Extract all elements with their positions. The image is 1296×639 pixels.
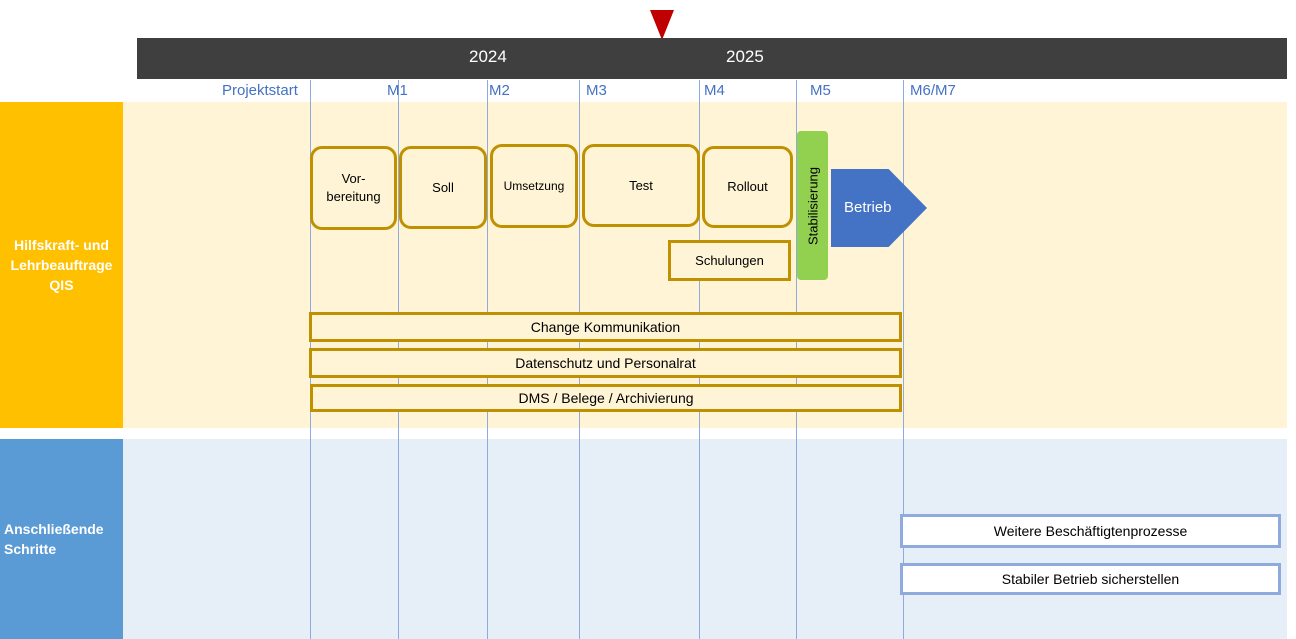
year-label: 2025 bbox=[726, 47, 764, 66]
phase-umsetzung: Umsetzung bbox=[490, 144, 578, 228]
milestone-line bbox=[903, 80, 904, 639]
phase-rollout: Rollout bbox=[702, 146, 793, 228]
lane-label-next-steps: Anschließende Schritte bbox=[0, 439, 123, 639]
lane-label-line: QIS bbox=[49, 277, 74, 293]
year-bar: 2024 2025 bbox=[137, 38, 1287, 79]
schulungen-label: Schulungen bbox=[695, 253, 764, 268]
milestone-label: M6/M7 bbox=[910, 82, 956, 99]
today-marker-icon bbox=[650, 10, 674, 40]
item-label: Stabiler Betrieb sicherstellen bbox=[1001, 571, 1180, 587]
lane-label-line: Schritte bbox=[4, 541, 57, 557]
milestone-label: M1 bbox=[387, 82, 408, 99]
stabilisierung-box: Stabilisierung bbox=[797, 131, 828, 280]
lane-label-line: Hilfskraft- und bbox=[14, 237, 109, 253]
item-stabiler-betrieb: Stabiler Betrieb sicherstellen bbox=[900, 563, 1281, 595]
milestone-label: M4 bbox=[704, 82, 725, 99]
milestone-label: Projektstart bbox=[222, 82, 298, 99]
phase-label-line: Vor- bbox=[341, 171, 366, 186]
betrieb-label: Betrieb bbox=[844, 199, 892, 216]
schulungen-box: Schulungen bbox=[668, 240, 791, 281]
bar-label: DMS / Belege / Archivierung bbox=[518, 390, 694, 406]
year-label: 2024 bbox=[469, 47, 507, 66]
phase-label: Rollout bbox=[727, 179, 768, 194]
bar-change-kommunikation: Change Kommunikation bbox=[309, 312, 902, 342]
stabilisierung-label: Stabilisierung bbox=[805, 166, 820, 245]
phase-test: Test bbox=[582, 144, 700, 227]
bar-datenschutz: Datenschutz und Personalrat bbox=[309, 348, 902, 378]
item-weitere-prozesse: Weitere Beschäftigtenprozesse bbox=[900, 514, 1281, 548]
lane-label-line: Anschließende bbox=[4, 521, 104, 537]
phase-label: Soll bbox=[432, 179, 454, 195]
phase-vorbereitung: Vor- bereitung bbox=[310, 146, 397, 230]
bar-label: Datenschutz und Personalrat bbox=[515, 355, 696, 371]
bar-label: Change Kommunikation bbox=[530, 319, 681, 335]
lane-label-qis: Hilfskraft- und Lehrbeauftrage QIS bbox=[0, 102, 123, 428]
phase-soll: Soll bbox=[399, 146, 487, 229]
phase-label: Umsetzung bbox=[503, 179, 565, 193]
bar-dms: DMS / Belege / Archivierung bbox=[310, 384, 902, 412]
phase-label: Test bbox=[629, 177, 653, 193]
milestone-label: M2 bbox=[489, 82, 510, 99]
phase-label-line: bereitung bbox=[326, 189, 381, 204]
lane-label-line: Lehrbeauftrage bbox=[10, 257, 113, 273]
milestone-label: M3 bbox=[586, 82, 607, 99]
milestone-label: M5 bbox=[810, 82, 831, 99]
item-label: Weitere Beschäftigtenprozesse bbox=[993, 523, 1188, 539]
